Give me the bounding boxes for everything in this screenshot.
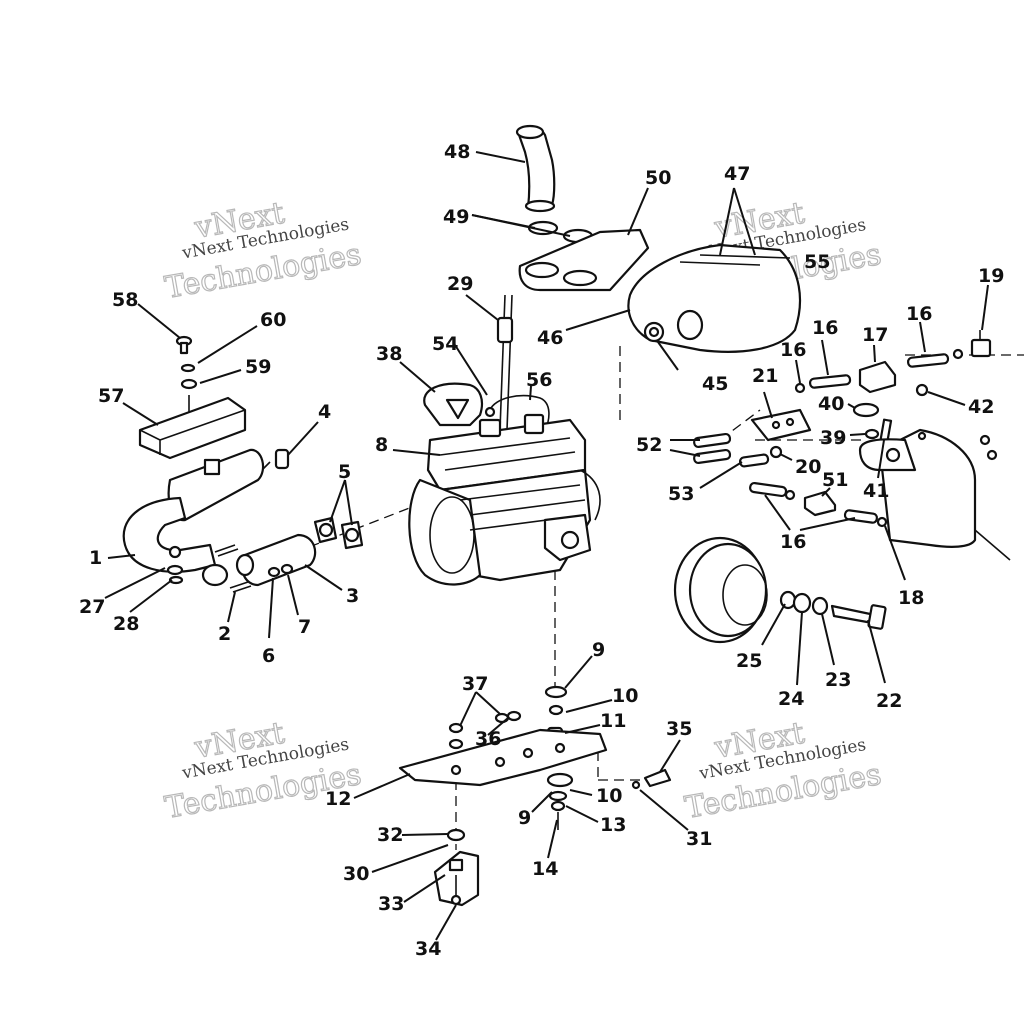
callout-29: 29	[447, 273, 473, 295]
intake-rings	[527, 220, 594, 244]
callout-3: 3	[346, 585, 359, 607]
air-box	[627, 243, 802, 353]
callout-30: 30	[343, 863, 369, 885]
callout-1: 1	[89, 547, 102, 569]
muffler	[122, 448, 265, 587]
callout-16-a: 16	[906, 303, 932, 325]
callout-22: 22	[876, 690, 902, 712]
callout-35: 35	[666, 718, 692, 740]
callout-14: 14	[532, 858, 558, 880]
callout-6: 6	[262, 645, 275, 667]
callout-28: 28	[113, 613, 139, 635]
callout-15: 16	[780, 339, 806, 361]
callout-33: 33	[378, 893, 404, 915]
callout-34: 34	[415, 938, 441, 960]
callout-16-b: 16	[812, 317, 838, 339]
leader-lines	[104, 151, 989, 941]
intake-elbow	[515, 124, 556, 213]
callout-labels: 48 49 50 47 55 46 45 29 54 56 38 8 58 60…	[79, 141, 1004, 960]
callout-38: 38	[376, 343, 402, 365]
callout-20: 20	[795, 456, 821, 478]
exhaust-manifold	[235, 533, 317, 587]
callout-16-c: 16	[780, 531, 806, 553]
callout-50: 50	[645, 167, 671, 189]
callout-10-bottom: 10	[596, 785, 622, 807]
muffler-fasteners	[166, 564, 184, 585]
callout-17: 17	[862, 324, 888, 346]
callout-52: 52	[636, 434, 662, 456]
callout-13: 13	[600, 814, 626, 836]
spring-clip	[261, 448, 290, 471]
rubber-bushings	[693, 432, 770, 468]
callout-5: 5	[338, 461, 351, 483]
plate-nuts	[448, 710, 522, 750]
watermark-left-top: vNext vNext Technologies Technologies	[162, 195, 365, 306]
muffler-bracket	[138, 396, 247, 460]
engine	[408, 413, 601, 586]
callout-24: 24	[778, 688, 804, 710]
callout-36: 36	[475, 728, 501, 750]
callout-41: 41	[863, 480, 889, 502]
callout-10-top: 10	[612, 685, 638, 707]
callout-37: 37	[462, 673, 488, 695]
callout-60: 60	[260, 309, 286, 331]
lower-mount	[433, 828, 480, 907]
clutch	[673, 536, 887, 644]
callout-27: 27	[79, 596, 105, 618]
callout-31: 31	[686, 828, 712, 850]
callout-19: 19	[978, 265, 1004, 287]
callout-21: 21	[752, 365, 778, 387]
fuel-tank	[858, 428, 1011, 561]
callout-59: 59	[245, 356, 271, 378]
watermark-right-bottom: vNext vNext Technologies Technologies	[682, 715, 885, 826]
callout-18: 18	[898, 587, 924, 609]
callout-55: 55	[804, 251, 830, 273]
choke-cable	[496, 294, 514, 431]
bolt-stack	[175, 335, 198, 412]
callout-56: 56	[526, 369, 552, 391]
callout-53: 53	[668, 483, 694, 505]
callout-4: 4	[318, 401, 331, 423]
lifting-handle	[423, 382, 484, 427]
callout-7: 7	[298, 616, 311, 638]
callout-45: 45	[702, 373, 728, 395]
callout-46: 46	[537, 327, 563, 349]
callout-12: 12	[325, 788, 351, 810]
assembly-lines	[249, 345, 1024, 850]
air-silencer	[518, 228, 650, 292]
callout-47: 47	[724, 163, 750, 185]
engine-plate	[398, 728, 608, 787]
callout-39: 39	[820, 427, 846, 449]
fuel-line	[749, 330, 992, 528]
callout-54: 54	[432, 333, 458, 355]
callout-40: 40	[818, 393, 844, 415]
callout-11: 11	[600, 710, 626, 732]
callout-49: 49	[443, 206, 469, 228]
manifold-washers	[267, 563, 294, 578]
exhaust-springs	[214, 544, 252, 593]
callout-48: 48	[444, 141, 470, 163]
callout-9-bottom: 9	[518, 807, 531, 829]
callout-2: 2	[218, 623, 231, 645]
watermark-left-bottom: vNext vNext Technologies Technologies	[162, 715, 365, 826]
callout-51: 51	[822, 469, 848, 491]
plate-bolt	[631, 768, 672, 790]
wire	[484, 394, 550, 431]
callout-57: 57	[98, 385, 124, 407]
callout-58: 58	[112, 289, 138, 311]
mount-plate	[750, 408, 812, 459]
callout-23: 23	[825, 669, 851, 691]
callout-42: 42	[968, 396, 994, 418]
exhaust-gaskets	[313, 516, 364, 550]
callout-32: 32	[377, 824, 403, 846]
callout-8: 8	[375, 434, 388, 456]
callout-9-top: 9	[592, 639, 605, 661]
callout-25: 25	[736, 650, 762, 672]
